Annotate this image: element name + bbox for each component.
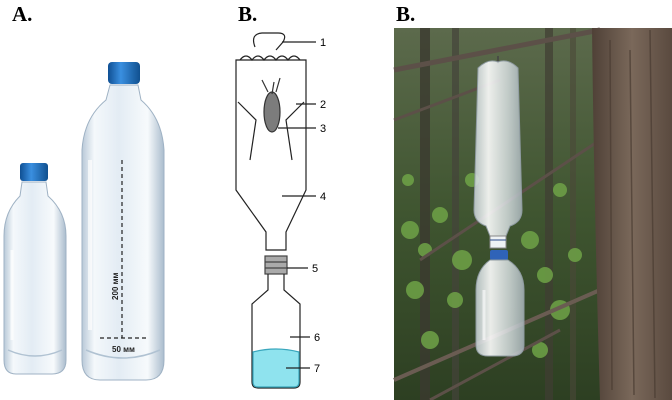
panel-a-bottles: 200 мм 50 мм — [3, 62, 165, 381]
panel-b-photo-label: B. — [396, 2, 416, 26]
upper-bottle — [235, 59, 307, 251]
callout-5: 5 — [312, 263, 318, 275]
trap-lower-cap — [490, 250, 508, 260]
panel-b-photo — [393, 27, 672, 400]
hanging-hook — [252, 32, 286, 51]
inner-flap-left — [237, 101, 257, 161]
callout-7: 7 — [314, 363, 320, 375]
lower-bottle — [251, 274, 301, 389]
large-bottle-cap — [108, 62, 140, 84]
panel-a-label: A. — [12, 2, 33, 26]
small-bottle — [3, 163, 67, 375]
callout-6: 6 — [314, 332, 320, 344]
large-bottle: 200 мм 50 мм — [81, 62, 165, 381]
bottle-base — [239, 55, 301, 61]
callout-2: 2 — [320, 99, 326, 111]
tape-connector — [264, 255, 288, 275]
inner-flap-right — [285, 101, 305, 161]
width-label: 50 мм — [112, 345, 135, 354]
beetle-icon — [263, 91, 281, 133]
callout-4: 4 — [320, 191, 326, 203]
height-label: 200 мм — [111, 273, 120, 300]
trap-lower-bottle — [475, 259, 525, 357]
callout-3: 3 — [320, 123, 326, 135]
diagram-callout-numbers: 1 2 3 4 5 6 7 — [312, 37, 326, 375]
panel-b-diagram-label: B. — [238, 2, 258, 26]
trap-tape-connector — [489, 235, 507, 249]
panel-b-diagram — [235, 32, 316, 389]
preservative-liquid — [252, 348, 300, 388]
large-bottle-body — [81, 84, 165, 381]
callout-1: 1 — [320, 37, 326, 49]
trap-upper-bottle — [473, 60, 523, 237]
small-bottle-cap — [20, 163, 48, 181]
small-bottle-body — [3, 181, 67, 375]
